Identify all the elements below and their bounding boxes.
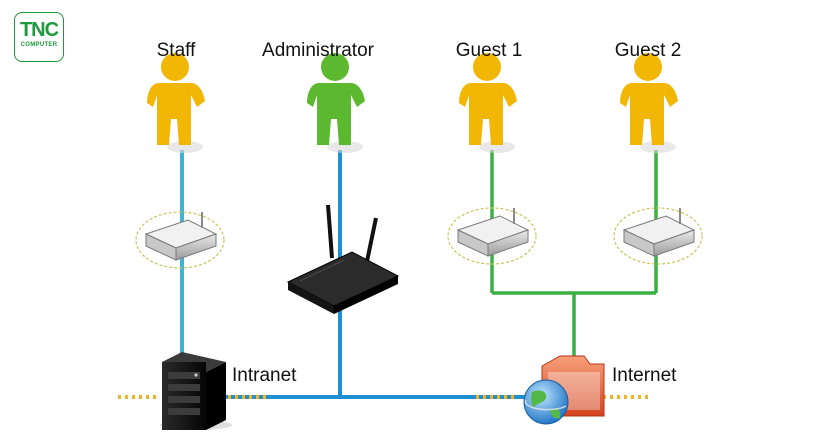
tnc-computer-logo: TNC COMPUTER: [14, 12, 64, 62]
guest-2-access-point-icon: [613, 207, 703, 265]
logo-sub: COMPUTER: [20, 42, 58, 48]
label-internet: Internet: [612, 365, 677, 386]
administrator-user-icon: [307, 53, 365, 153]
logo-brand: TNC: [19, 19, 59, 41]
label-intranet: Intranet: [232, 365, 297, 386]
internet-globe-icon: [523, 355, 605, 425]
staff-user-icon: [147, 53, 205, 153]
label-guest-2: Guest 2: [614, 40, 682, 61]
label-guest-1: Guest 1: [455, 40, 523, 61]
main-router-icon: [286, 204, 400, 314]
intranet-server-icon: [160, 352, 232, 430]
guest-2-user-icon: [620, 53, 678, 153]
label-administrator: Administrator: [262, 40, 374, 61]
label-staff: Staff: [156, 40, 196, 61]
guest-1-user-icon: [459, 53, 517, 153]
guest-links: [490, 150, 658, 360]
